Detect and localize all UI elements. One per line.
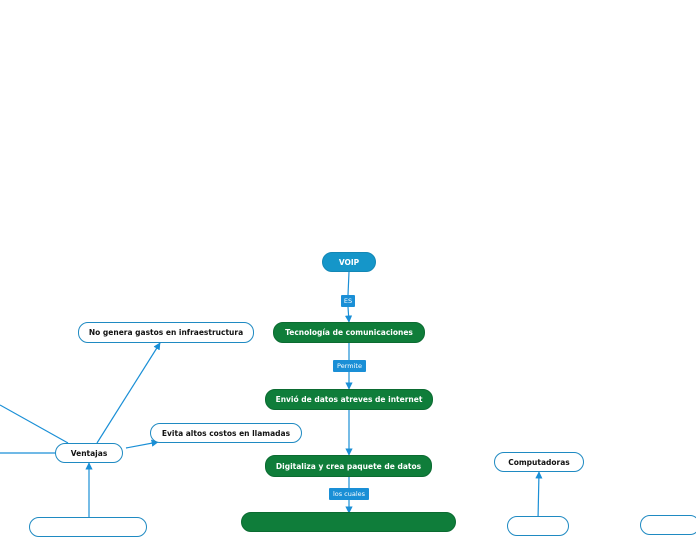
node-no-genera-gastos[interactable]: No genera gastos en infraestructura <box>78 322 254 343</box>
node-ventajas[interactable]: Ventajas <box>55 443 123 463</box>
node-bottom-left-partial[interactable] <box>29 517 147 537</box>
connector-layer <box>0 271 543 520</box>
edge-voip-es <box>347 271 350 296</box>
node-digitaliza-paquete[interactable]: Digitaliza y crea paquete de datos <box>265 455 432 477</box>
node-envio-datos[interactable]: Envió de datos atreves de internet <box>265 389 433 410</box>
node-tecnologia-comunicaciones[interactable]: Tecnología de comunicaciones <box>273 322 425 343</box>
link-label-permite: Permite <box>333 360 366 372</box>
edge-ventajas-evita <box>125 439 159 449</box>
node-voip[interactable]: VOIP <box>322 252 376 272</box>
edge-ventajas-nogenera <box>96 342 161 444</box>
node-bottom-right-partial[interactable] <box>640 515 696 535</box>
link-label-es: ES <box>341 295 355 307</box>
node-evita-costos[interactable]: Evita altos costos en llamadas <box>150 423 302 443</box>
link-label-los-cuales: los cuales <box>329 488 369 500</box>
edge-ventajas-left-upper <box>0 404 69 444</box>
node-computadoras[interactable]: Computadoras <box>494 452 584 472</box>
edge-bottom-computadoras <box>535 471 543 520</box>
node-bottom-center-right-partial[interactable] <box>507 516 569 536</box>
edge-es-tecnologia <box>344 306 353 323</box>
mind-map-canvas: VOIP ES Tecnología de comunicaciones Per… <box>0 252 696 537</box>
node-bottom-partial[interactable] <box>241 512 456 532</box>
